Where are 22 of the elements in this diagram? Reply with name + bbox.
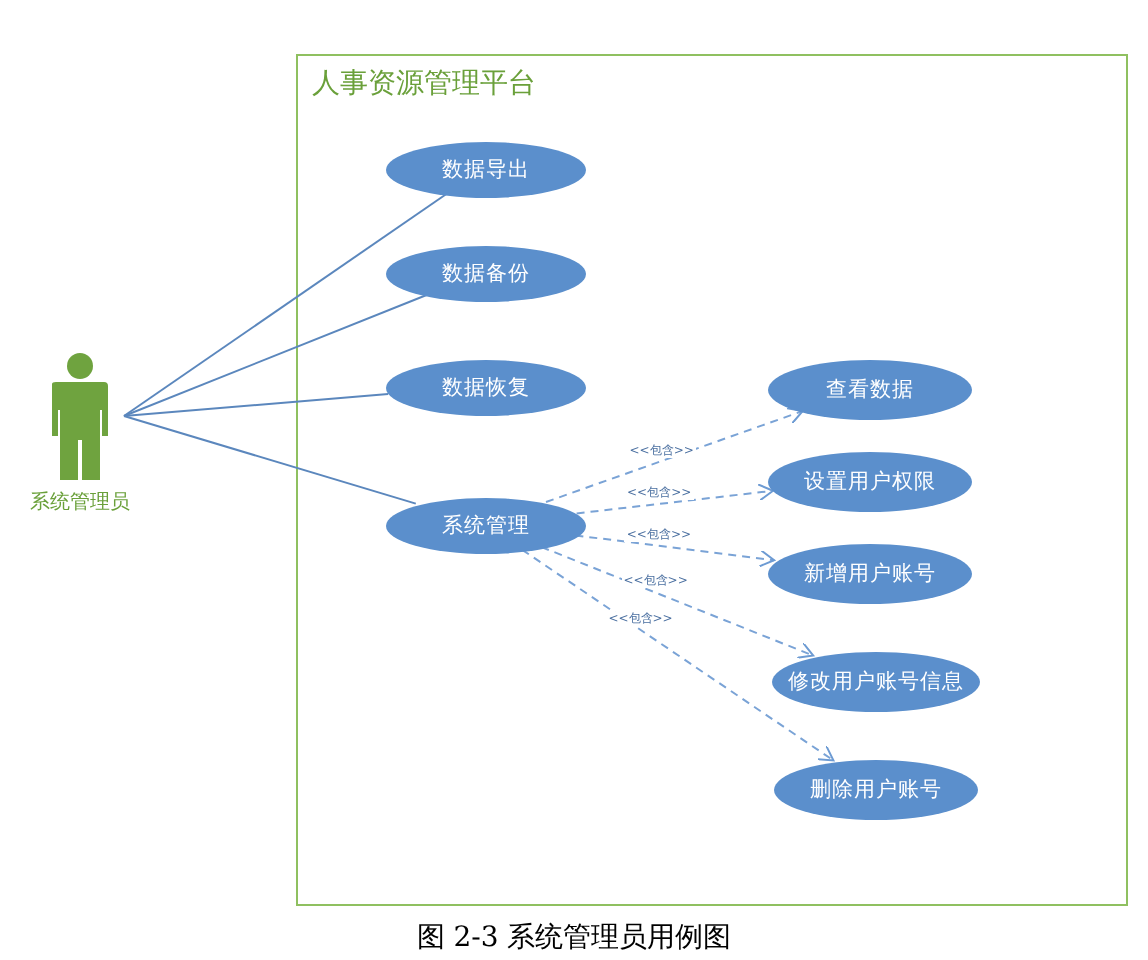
use-case-ellipse: 查看数据 — [768, 360, 972, 420]
use-case-ellipse: 数据恢复 — [386, 360, 586, 416]
include-arrow — [574, 534, 776, 568]
association-line — [123, 393, 390, 417]
use-case-ellipse: 数据备份 — [386, 246, 586, 302]
use-case-ellipse: 修改用户账号信息 — [772, 652, 980, 712]
actor-label: 系统管理员 — [28, 489, 132, 516]
use-case-ellipse: 数据导出 — [386, 142, 586, 198]
association-line — [123, 193, 448, 417]
include-arrow — [540, 546, 815, 659]
include-arrow — [575, 483, 774, 515]
figure-caption: 图 2-3 系统管理员用例图 — [416, 922, 732, 954]
include-arrow — [521, 548, 835, 762]
association-line — [123, 415, 417, 505]
use-case-ellipse: 删除用户账号 — [774, 760, 978, 820]
association-line — [123, 294, 428, 417]
boundary-title: 人事资源管理平台 — [312, 66, 536, 102]
system-boundary — [296, 54, 1128, 906]
use-case-ellipse: 新增用户账号 — [768, 544, 972, 604]
include-arrow — [545, 407, 804, 503]
use-case-ellipse: 设置用户权限 — [768, 452, 972, 512]
use-case-ellipse: 系统管理 — [386, 498, 586, 554]
